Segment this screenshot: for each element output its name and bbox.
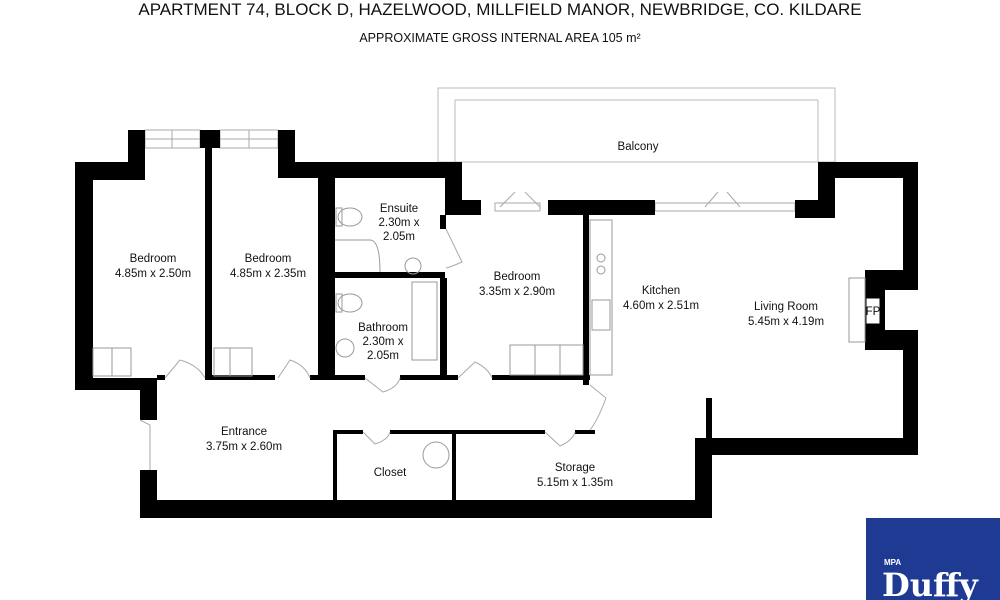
bathroom-label: Bathroom [358,322,408,334]
doors [139,191,741,470]
storage-label: Storage [555,462,595,474]
logo-small-text: MPA [884,558,902,567]
bedroom2-label: Bedroom [245,253,292,265]
bedroom3-size: 3.35m x 2.90m [479,286,555,298]
fixtures [92,207,866,469]
plan-title: APARTMENT 74, BLOCK D, HAZELWOOD, MILLFI… [138,0,862,19]
bedroom3-label: Bedroom [494,271,541,283]
logo-brand-text: Duffy [882,566,978,600]
bedroom1-size: 4.85m x 2.50m [115,268,191,280]
kitchen-label: Kitchen [642,285,680,297]
closet-label: Closet [374,467,407,479]
windows [144,129,796,212]
plan-subtitle: APPROXIMATE GROSS INTERNAL AREA 105 m² [359,31,641,45]
bathroom-size1: 2.30m x [363,336,404,348]
room-labels: Balcony Bedroom 4.85m x 2.50m Bedroom 4.… [115,141,881,489]
balcony [437,87,836,163]
bathroom-size2: 2.05m [367,350,399,362]
living-size: 5.45m x 4.19m [748,316,824,328]
ensuite-size1: 2.30m x [379,217,420,229]
entrance-label: Entrance [221,426,267,438]
fireplace-label: FP [866,306,881,318]
balcony-label: Balcony [618,141,659,153]
kitchen-size: 4.60m x 2.51m [623,300,699,312]
ensuite-label: Ensuite [380,203,418,215]
walls [75,130,918,518]
living-label: Living Room [754,301,818,313]
ensuite-size2: 2.05m [383,231,415,243]
bedroom1-label: Bedroom [130,253,177,265]
mpa-duffy-logo: MPA Duffy [866,518,1000,600]
bedroom2-size: 4.85m x 2.35m [230,268,306,280]
entrance-size: 3.75m x 2.60m [206,441,282,453]
storage-size: 5.15m x 1.35m [537,477,613,489]
